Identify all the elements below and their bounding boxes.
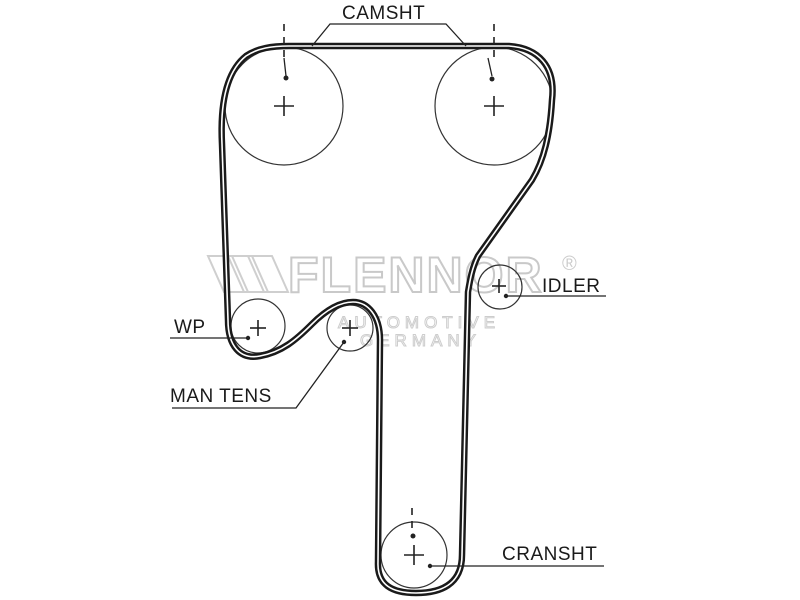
crankshaft-center-mark [404,545,424,565]
crankshaft-leader-dot [427,563,433,569]
water-pump-label: WP [174,317,206,338]
idler-label: IDLER [542,276,600,297]
watermark-brand: FLENNOR [288,247,544,303]
camshaft-right-mark-pointer [487,57,493,77]
tensioner-center-mark [342,320,358,336]
tensioner-label-leader [172,341,345,409]
camshaft-label-leader [311,23,467,47]
water-pump-center-mark [250,320,266,336]
idler-center-mark [492,279,506,293]
idler-leader-dot [503,293,509,299]
idler-pulley [477,264,523,310]
crankshaft-label: CRANSHT [502,544,597,565]
watermark-line1: AUTOMOTIVE [338,313,500,332]
camshaft-right-mark-dot [489,76,495,82]
timing-belt [218,42,556,597]
tensioner-leader-dot [341,339,347,345]
camshaft-left-mark-pointer [283,57,287,77]
watermark-registered-mark: ® [562,253,577,275]
camshaft-left-center-mark [274,96,294,116]
manual-tensioner-label: MAN TENS [170,386,272,407]
watermark: FLENNOR ® AUTOMOTIVE GERMANY [206,246,577,351]
camshaft-label: CAMSHT [342,3,425,24]
watermark-line2: GERMANY [360,331,481,350]
watermark-logo-icon [206,255,290,293]
crankshaft-mark-dot [410,533,416,539]
camshaft-right-center-mark [484,96,504,116]
water-pump-leader-dot [245,335,251,341]
camshaft-left-mark-dot [283,75,289,81]
